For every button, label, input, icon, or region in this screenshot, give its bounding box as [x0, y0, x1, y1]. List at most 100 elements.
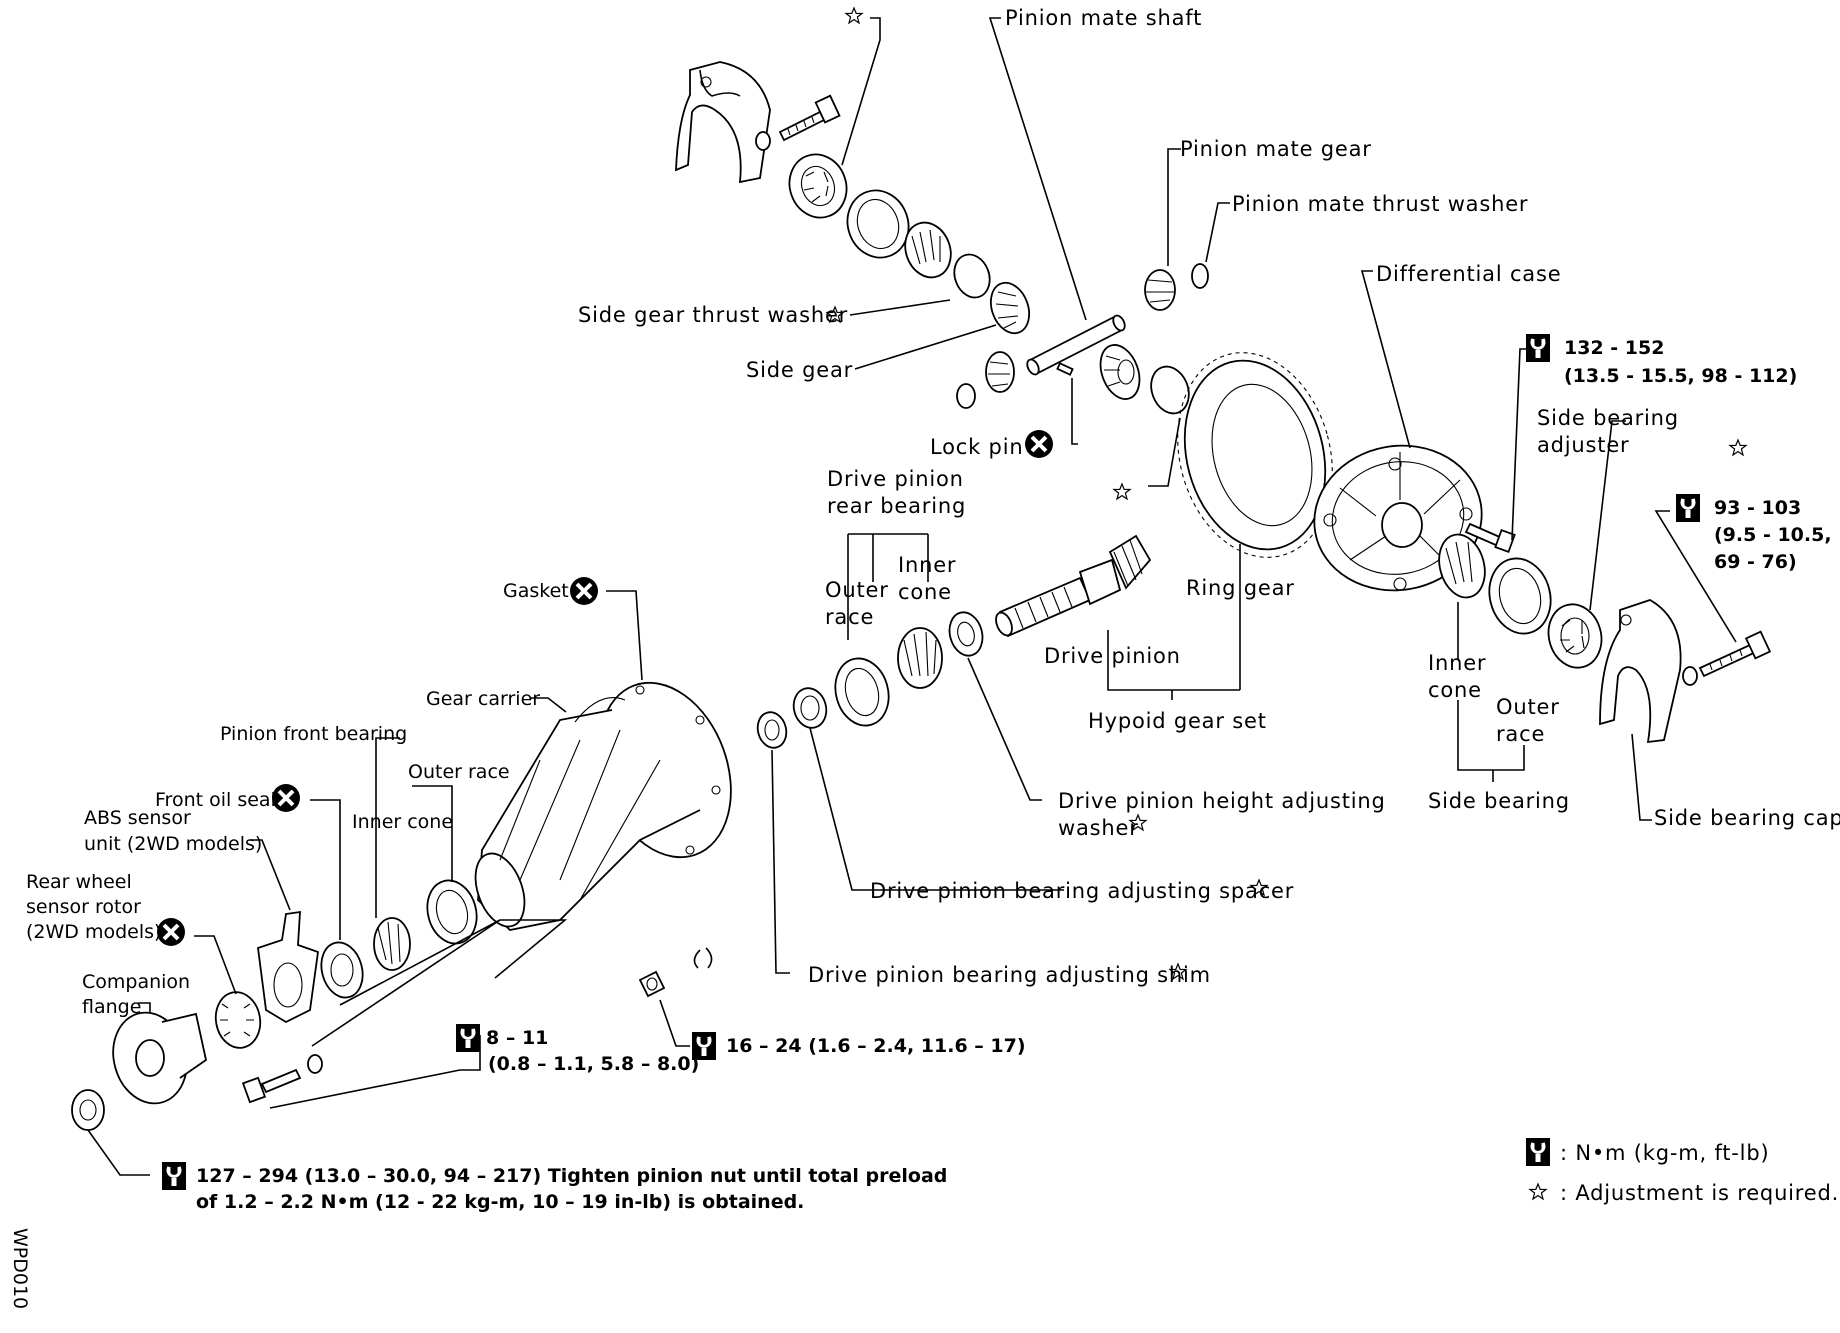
rear-bearing-outer-race: [834, 657, 890, 727]
side-bearing-outer-race: [1488, 557, 1552, 635]
label-front-outer-race: Outer race: [408, 761, 510, 783]
label-side-inner-cone-2: cone: [1428, 678, 1482, 702]
label-side-outer-race-2: race: [1496, 722, 1545, 746]
torque-wrench-icon-93: [1674, 492, 1702, 524]
label-drive-pinion-rear-bearing-1: Drive pinion: [827, 467, 964, 491]
top-side-bearing-adjuster: [788, 153, 848, 219]
label-rear-inner-cone-1: Inner: [898, 553, 956, 577]
top-outer-race: [846, 189, 910, 259]
label-front-inner-cone: Inner cone: [352, 811, 453, 833]
replace-icon-gasket: [568, 575, 600, 607]
label-side-bearing: Side bearing: [1428, 789, 1570, 813]
torque-8-line2: (0.8 – 1.1, 5.8 – 8.0): [488, 1053, 699, 1075]
leader-lines: [87, 17, 1737, 1176]
torque-wrench-icon-127: [160, 1160, 188, 1192]
label-companion-flange-1: Companion: [82, 971, 190, 993]
torque-93-line2: (9.5 - 10.5,: [1714, 524, 1832, 546]
label-abs-sensor-2: unit (2WD models): [84, 833, 262, 855]
front-oil-seal: [320, 941, 364, 999]
label-differential-case: Differential case: [1376, 262, 1561, 286]
adjustment-star-legend: [1529, 1183, 1547, 1200]
pinion-mate-gear-top: [1144, 269, 1176, 311]
torque-132-line2: (13.5 - 15.5, 98 - 112): [1564, 365, 1797, 387]
side-gear-right: [1099, 344, 1141, 400]
pinion-mate-thrust-washer: [1191, 263, 1209, 289]
ring-gear: [1177, 352, 1333, 558]
labels: Pinion mate shaft Pinion mate gear Pinio…: [9, 6, 1840, 1309]
side-gear-thrust-washer: [953, 253, 991, 299]
label-rear-wheel-sensor-1: Rear wheel: [26, 871, 132, 893]
label-rear-outer-race-2: race: [825, 605, 874, 629]
label-side-inner-cone-1: Inner: [1428, 651, 1486, 675]
label-height-washer-2: washer: [1058, 816, 1139, 840]
drive-pinion-bearing-spacer: [792, 687, 828, 729]
torque-wrench-icon-8: [454, 1022, 482, 1054]
ring-gear-bolt: [1464, 522, 1516, 554]
rear-bearing-inner-cone: [897, 627, 943, 689]
legend-adjustment: : Adjustment is required.: [1560, 1181, 1839, 1205]
torque-8-line1: 8 – 11: [486, 1027, 548, 1049]
top-side-bearing-cap: [675, 61, 771, 184]
pinion-mate-shaft: [1026, 314, 1126, 376]
abs-sensor-bolt: [241, 1054, 323, 1104]
top-inner-cone: [904, 221, 952, 279]
label-side-gear: Side gear: [746, 358, 853, 382]
label-shim: Drive pinion bearing adjusting shim: [808, 963, 1211, 987]
lock-pin: [1056, 362, 1074, 376]
gear-carrier: [474, 681, 732, 931]
pinion-mate-gear-lower: [956, 351, 1015, 409]
pinion-nut: [71, 1089, 105, 1131]
front-outer-race: [426, 879, 478, 945]
torque-93-line1: 93 - 103: [1714, 497, 1801, 519]
side-gear-right-washer: [1150, 365, 1190, 415]
side-bearing-inner-cone: [1438, 533, 1486, 599]
replace-icon-lock-pin: [1023, 428, 1055, 460]
label-gasket: Gasket: [503, 580, 569, 602]
abs-sensor-unit: [257, 910, 319, 1024]
label-side-outer-race-1: Outer: [1496, 695, 1560, 719]
side-bearing-adjuster-right: [1547, 603, 1603, 669]
adjustment-star-side-adjuster: [1729, 439, 1747, 456]
label-side-bearing-adjuster-2: adjuster: [1537, 433, 1629, 457]
torque-wrench-icon-132: [1524, 332, 1552, 364]
side-gear: [989, 281, 1031, 335]
adjustment-star-differential: [1113, 483, 1131, 500]
companion-flange: [112, 1011, 208, 1105]
torque-16: 16 – 24 (1.6 – 2.4, 11.6 – 17): [726, 1035, 1026, 1057]
torque-93-line3: 69 - 76): [1714, 551, 1797, 573]
side-bearing-cap-bolt: [1682, 630, 1772, 686]
label-hypoid-gear-set: Hypoid gear set: [1088, 709, 1267, 733]
label-lock-pin: Lock pin: [930, 435, 1023, 459]
front-inner-cone: [373, 917, 411, 971]
drive-pinion-bearing-shim: [756, 711, 788, 749]
label-side-gear-thrust-washer: Side gear thrust washer: [578, 303, 848, 327]
torque-wrench-icon-legend: [1524, 1136, 1552, 1168]
label-pinion-mate-gear: Pinion mate gear: [1180, 137, 1372, 161]
label-pinion-mate-thrust-washer: Pinion mate thrust washer: [1232, 192, 1528, 216]
side-bearing-cap-right: [1599, 599, 1682, 744]
label-rear-outer-race-1: Outer: [825, 578, 889, 602]
label-side-bearing-cap: Side bearing cap: [1654, 806, 1840, 830]
figure-code: WPD010: [9, 1228, 31, 1309]
label-side-bearing-adjuster-1: Side bearing: [1537, 406, 1679, 430]
label-drive-pinion-rear-bearing-2: rear bearing: [827, 494, 966, 518]
carrier-nut: [638, 947, 713, 998]
label-rear-wheel-sensor-3: (2WD models): [26, 921, 161, 943]
label-companion-flange-2: flange: [82, 996, 141, 1018]
label-ring-gear: Ring gear: [1186, 576, 1295, 600]
top-bolt: [755, 94, 841, 151]
torque-132-line1: 132 - 152: [1564, 337, 1664, 359]
torque-127-line1: 127 – 294 (13.0 – 30.0, 94 – 217) Tighte…: [196, 1165, 947, 1187]
adjustment-star-top: [845, 7, 863, 24]
rear-wheel-sensor-rotor: [214, 991, 262, 1049]
label-pinion-front-bearing: Pinion front bearing: [220, 723, 407, 745]
label-drive-pinion: Drive pinion: [1044, 644, 1181, 668]
label-gear-carrier: Gear carrier: [426, 688, 540, 710]
label-rear-wheel-sensor-2: sensor rotor: [26, 896, 141, 918]
label-front-oil-seal: Front oil seal: [155, 789, 276, 811]
torque-127-line2: of 1.2 – 2.2 N•m (12 - 22 kg-m, 10 – 19 …: [196, 1191, 804, 1213]
label-rear-inner-cone-2: cone: [898, 580, 952, 604]
legend-torque-unit: : N•m (kg-m, ft-lb): [1560, 1141, 1769, 1165]
label-spacer: Drive pinion bearing adjusting spacer: [870, 879, 1294, 903]
